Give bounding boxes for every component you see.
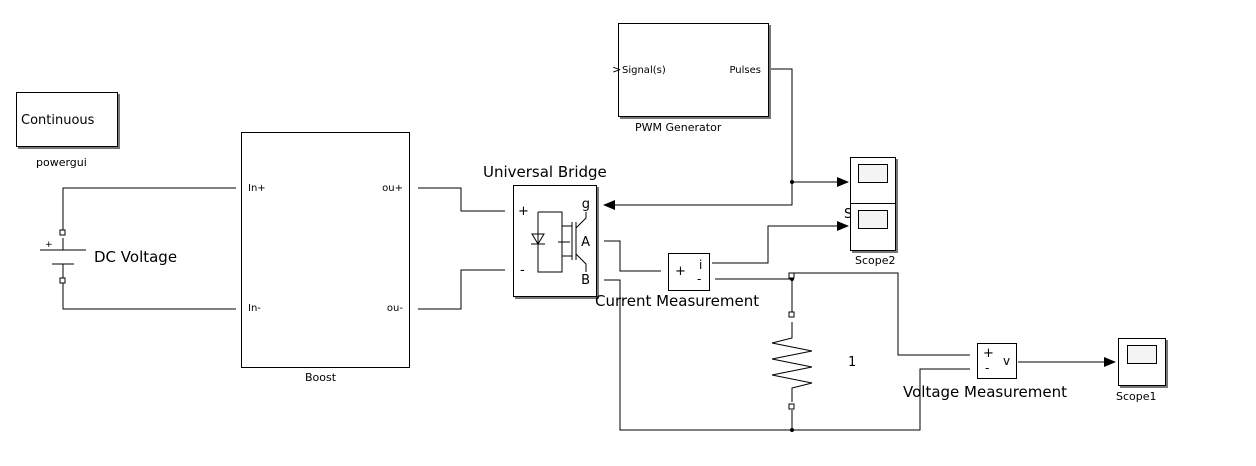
scope1-caption: Scope1: [1116, 390, 1157, 403]
current-meas-minus: -: [697, 272, 702, 286]
bridge-port-g: g: [581, 197, 590, 212]
port-square: [788, 272, 795, 279]
scope2-screen-icon: [858, 210, 888, 229]
port-square: [59, 277, 66, 284]
powergui-caption: powergui: [36, 156, 87, 169]
bridge-port-b: B: [581, 273, 590, 288]
wire-bridge-b-return: [604, 279, 970, 431]
pwm-input-arrow-icon: >: [612, 63, 622, 76]
scope2-caption: Scope2: [855, 254, 896, 267]
wire-node-to-voltage-plus: [792, 272, 970, 356]
boost-block[interactable]: In+ In- ou+ ou-: [241, 132, 410, 368]
voltage-meas-plus: +: [983, 346, 994, 361]
voltage-measurement-block[interactable]: + - v: [977, 343, 1017, 379]
scope-block[interactable]: [850, 157, 896, 205]
dc-voltage-caption: DC Voltage: [94, 248, 178, 266]
wire-dc-to-boost-in-plus: [62, 187, 236, 235]
current-measurement-block[interactable]: + - i: [668, 253, 710, 291]
pwm-generator-block[interactable]: > Signal(s) Pulses: [612, 23, 769, 117]
scope-screen-icon: [858, 164, 888, 183]
universal-bridge-block[interactable]: + - g A B: [513, 185, 597, 297]
port-square: [788, 311, 795, 318]
boost-port-out-plus: ou+: [382, 183, 403, 194]
port-square: [59, 229, 66, 236]
boost-caption: Boost: [305, 371, 337, 384]
scope1-screen-icon: [1127, 345, 1157, 364]
boost-port-in-plus: In+: [248, 183, 266, 194]
pwm-port-signal: Signal(s): [622, 65, 666, 76]
wire-current-to-scope2: [712, 221, 849, 264]
resistor-value: 1: [848, 355, 857, 370]
voltage-meas-minus: -: [985, 361, 990, 375]
bridge-port-a: A: [581, 235, 590, 250]
powergui-block[interactable]: Continuous: [16, 92, 118, 147]
wire-boost-out-plus: [418, 187, 505, 212]
boost-port-in-minus: In-: [248, 303, 261, 314]
current-measurement-caption: Current Measurement: [595, 292, 760, 310]
igbt-diode-icon: [531, 211, 587, 273]
wire-bridge-a-to-current: [604, 240, 661, 272]
scope1-block[interactable]: [1118, 338, 1166, 386]
current-meas-plus: +: [675, 264, 686, 279]
wire-pwm-pulses-to-gate: [603, 68, 793, 210]
voltage-measurement-caption: Voltage Measurement: [903, 383, 1068, 401]
pwm-generator-caption: PWM Generator: [635, 121, 722, 134]
wire-dc-to-boost-in-minus: [62, 282, 236, 310]
bridge-port-minus: -: [520, 263, 525, 278]
powergui-mode-text: Continuous: [21, 113, 95, 128]
dc-source-plus-sign: +: [45, 240, 53, 250]
bridge-port-plus: +: [518, 204, 529, 219]
boost-port-out-minus: ou-: [386, 303, 403, 314]
universal-bridge-caption: Universal Bridge: [483, 163, 607, 181]
current-meas-out: i: [699, 258, 703, 272]
pwm-port-pulses: Pulses: [729, 65, 761, 76]
junction-dot: [790, 428, 794, 432]
port-square: [788, 403, 795, 410]
scope2-block[interactable]: [850, 203, 896, 251]
junction-dot: [790, 180, 794, 184]
wire-boost-out-minus: [418, 269, 505, 310]
resistor-zigzag: [771, 322, 813, 402]
voltage-meas-out: v: [1003, 354, 1011, 368]
